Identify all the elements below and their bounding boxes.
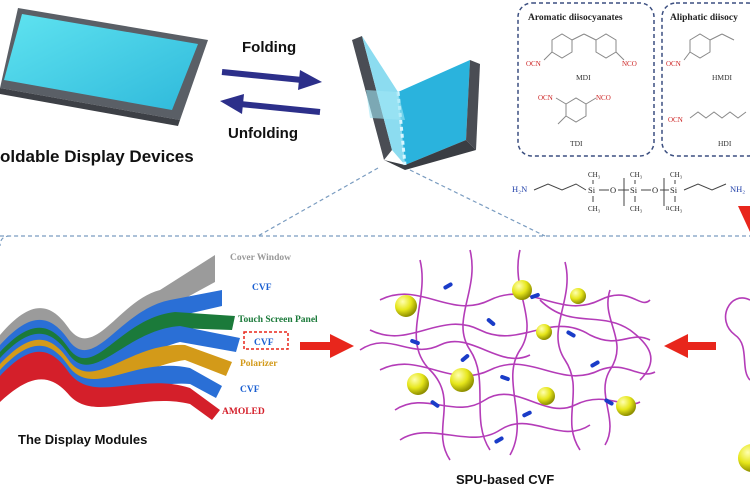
main-dashed-frame (0, 235, 750, 247)
siloxane-si-3: Si (670, 185, 678, 195)
mdi-label: MDI (576, 73, 591, 82)
siloxane-si-1: Si (588, 185, 596, 195)
hdi-label: HDI (718, 139, 732, 148)
layer-cvf-3: CVF (240, 385, 260, 395)
layer-amoled: AMOLED (222, 407, 265, 417)
layer-polarizer: Polarizer (240, 359, 278, 369)
siloxane-ch3-6: CH₃ (670, 205, 683, 213)
siloxane-ch3-3: CH₃ (630, 171, 643, 179)
network-title: SPU-based CVF (456, 472, 554, 487)
zoom-line-left (257, 167, 379, 237)
hdi-ocn: OCN (668, 116, 683, 124)
folded-device (352, 36, 480, 170)
hmdi-structure (683, 33, 735, 61)
aliphatic-box (661, 2, 750, 157)
aromatic-box (517, 2, 655, 157)
siloxane-ch3-2: CH₃ (588, 205, 601, 213)
zoom-line-right (409, 169, 546, 237)
layer-cover-window: Cover Window (230, 253, 291, 263)
siloxane-si-2: Si (630, 185, 638, 195)
aliphatic-title: Aliphatic diisocy (670, 13, 738, 23)
unfolding-arrow (220, 94, 321, 115)
siloxane-n: n (666, 204, 670, 212)
hdi-structure (689, 111, 747, 119)
aromatic-title: Aromatic diisocyanates (528, 13, 623, 23)
siloxane-ch3-5: CH₃ (670, 171, 683, 179)
modules-title: The Display Modules (18, 432, 147, 447)
tdi-structure (555, 97, 597, 125)
mdi-nco: NCO (622, 60, 637, 68)
flat-device (0, 8, 208, 126)
device-label: oldable Display Devices (0, 147, 194, 166)
siloxane-o-2: O (652, 185, 658, 195)
layer-cvf-2: CVF (254, 338, 274, 348)
red-right-arrow (300, 334, 354, 358)
tdi-nco: NCO (596, 94, 611, 102)
red-down-arrow (738, 206, 750, 232)
siloxane-nh2: NH₂ (730, 184, 745, 194)
siloxane-h2n: H₂N (512, 184, 527, 194)
mdi-structure (543, 33, 625, 61)
mdi-ocn: OCN (526, 60, 541, 68)
tdi-ocn: OCN (538, 94, 553, 102)
cvf-highlight-box (243, 331, 289, 350)
siloxane-ch3-1: CH₃ (588, 171, 601, 179)
layer-touch-screen: Touch Screen Panel (238, 315, 318, 325)
hard-segments (410, 282, 614, 444)
tdi-label: TDI (570, 139, 583, 148)
hmdi-label: HMDI (712, 73, 733, 82)
red-left-arrow (664, 334, 716, 358)
layer-cvf-1: CVF (252, 283, 272, 293)
module-stack (0, 255, 240, 420)
folding-label: Folding (242, 39, 296, 56)
polymer-network (359, 249, 656, 461)
unfolding-label: Unfolding (228, 125, 298, 142)
siloxane-formula: H₂N Si O Si O Si NH₂ CH₃ CH₃ CH₃ CH₃ CH₃… (512, 171, 745, 213)
filler-spheres (395, 280, 636, 416)
folding-arrow (221, 69, 322, 90)
right-partial-network (724, 297, 750, 472)
siloxane-ch3-4: CH₃ (630, 205, 643, 213)
hmdi-ocn: OCN (666, 60, 681, 68)
siloxane-o-1: O (610, 185, 616, 195)
